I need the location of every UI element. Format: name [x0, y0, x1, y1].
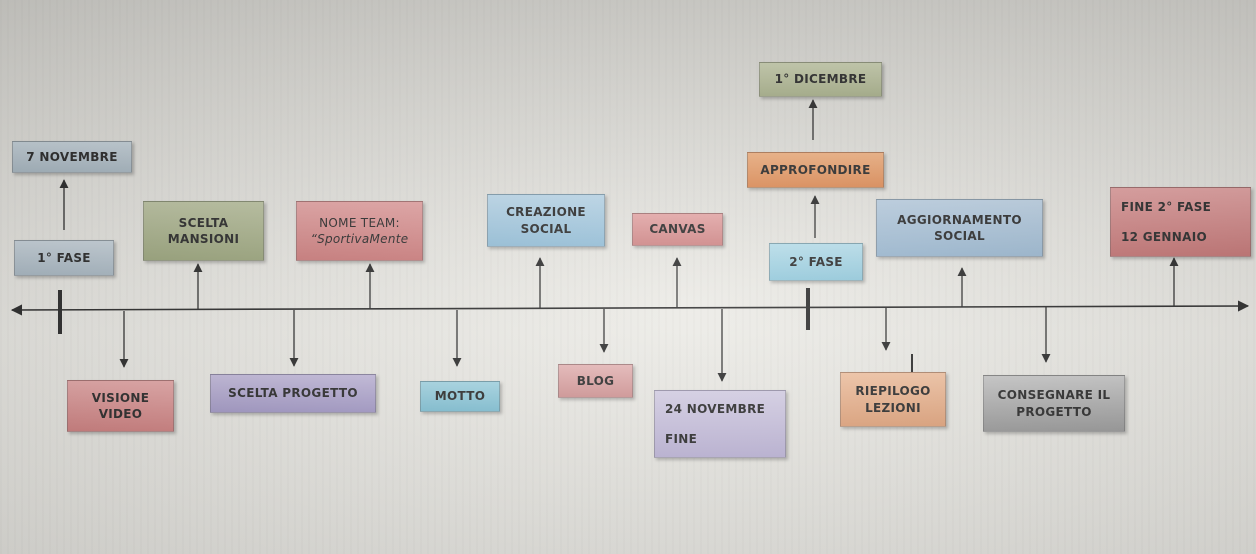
- deliver-line2: PROGETTO: [1016, 404, 1092, 419]
- mansioni-line2: MANSIONI: [167, 232, 240, 246]
- deliver-line1: CONSEGNARE IL: [997, 388, 1111, 403]
- recap-line1: RIEPILOGO: [855, 384, 931, 399]
- november-box: 24 NOVEMBRE FINE: [654, 390, 786, 458]
- phase-two-box: 2° FASE: [769, 243, 863, 281]
- social-line2: SOCIAL: [520, 221, 572, 236]
- december-label: 1° DICEMBRE: [774, 72, 867, 87]
- deepen-label: APPROFONDIRE: [760, 162, 871, 177]
- team-name-line2: “SportivaMente: [310, 232, 409, 246]
- project-label: SCELTA PROGETTO: [228, 386, 358, 401]
- update-social-line1: AGGIORNAMENTO: [897, 212, 1022, 227]
- december-box: 1° DICEMBRE: [759, 62, 882, 97]
- blog-box: BLOG: [558, 364, 633, 398]
- phase-two-label: 2° FASE: [789, 254, 843, 269]
- november-line2: FINE: [665, 432, 698, 446]
- recap-line2: LEZIONI: [865, 400, 921, 415]
- social-box: CREAZIONE SOCIAL: [487, 194, 605, 247]
- mansioni-line1: SCELTA: [178, 215, 229, 230]
- blog-label: BLOG: [576, 373, 615, 388]
- video-line2: VIDEO: [98, 407, 143, 421]
- team-name-box: NOME TEAM: “SportivaMente: [296, 201, 423, 261]
- mansioni-box: SCELTA MANSIONI: [143, 201, 264, 261]
- canvas-box: CANVAS: [632, 213, 723, 246]
- video-line1: VISIONE: [91, 390, 150, 405]
- end-phase-line1: FINE 2° FASE: [1121, 199, 1212, 214]
- update-social-box: AGGIORNAMENTO SOCIAL: [876, 199, 1043, 257]
- end-phase-line2: 12 GENNAIO: [1121, 230, 1207, 244]
- project-box: SCELTA PROGETTO: [210, 374, 376, 413]
- deliver-box: CONSEGNARE IL PROGETTO: [983, 375, 1125, 432]
- timeline-axis: [10, 300, 1250, 316]
- motto-box: MOTTO: [420, 381, 500, 412]
- canvas-label: CANVAS: [649, 222, 706, 237]
- motto-label: MOTTO: [434, 389, 486, 404]
- deepen-box: APPROFONDIRE: [747, 152, 884, 188]
- end-phase-box: FINE 2° FASE 12 GENNAIO: [1110, 187, 1251, 257]
- video-box: VISIONE VIDEO: [67, 380, 174, 432]
- social-line1: CREAZIONE: [506, 205, 586, 220]
- start-date-box: 7 NOVEMBRE: [12, 141, 132, 173]
- recap-box: RIEPILOGO LEZIONI: [840, 372, 946, 427]
- phase-one-label: 1° FASE: [37, 250, 91, 265]
- team-name-line1: NOME TEAM:: [319, 215, 400, 230]
- update-social-line2: SOCIAL: [934, 229, 985, 243]
- november-line1: 24 NOVEMBRE: [665, 401, 766, 416]
- start-date-label: 7 NOVEMBRE: [26, 149, 118, 164]
- phase-one-box: 1° FASE: [14, 240, 114, 276]
